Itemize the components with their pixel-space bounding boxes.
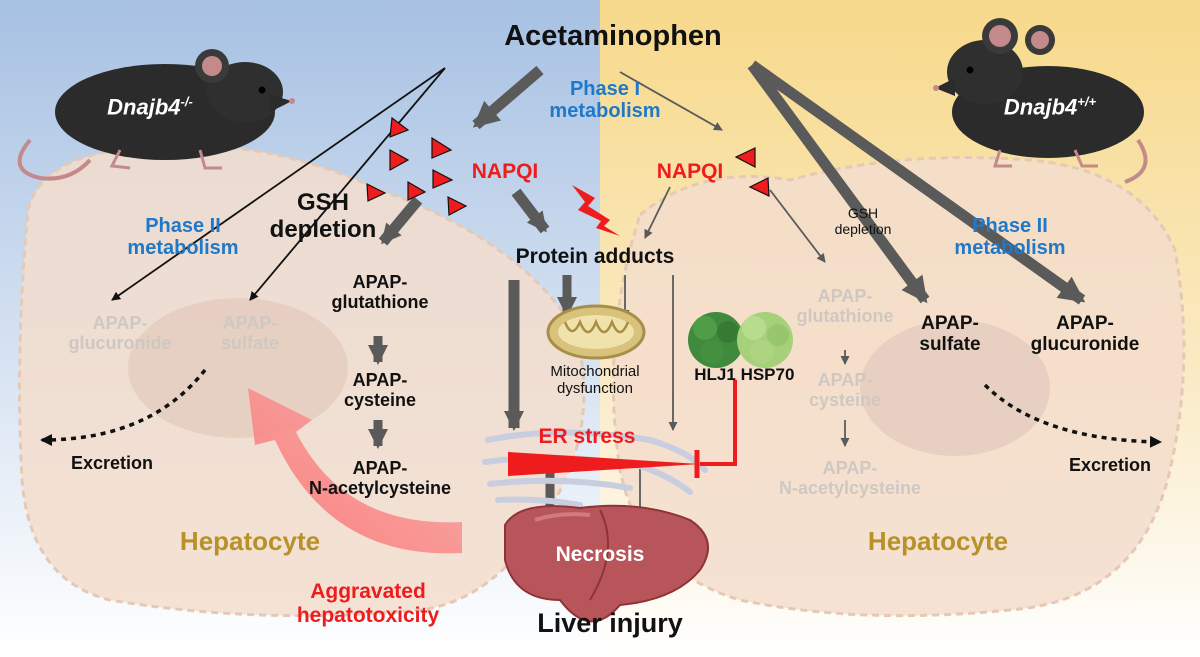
hsp70-protein-icon (737, 312, 793, 368)
nucleus-left (128, 298, 348, 438)
mitochondrion-icon (546, 304, 646, 360)
liver-icon (504, 504, 709, 623)
mouse-right-genotype: Dnajb4+/+ (1003, 94, 1097, 120)
er-stress-wedge (508, 452, 700, 476)
hsp70-label: HSP70 (740, 365, 795, 384)
liver-injury-label: Liver injury (537, 608, 683, 638)
mouse-left-genotype: Dnajb4-/- (107, 94, 193, 120)
apap-sulfate-left: APAP-sulfate (220, 313, 280, 354)
mouse-left-icon (17, 49, 295, 181)
napqi-triangle-icon (366, 116, 770, 216)
apap-glutathione-right: APAP-glutathione (796, 286, 894, 327)
apap-cysteine-left: APAP-cysteine (343, 370, 417, 411)
nucleus-right (860, 320, 1050, 456)
apap-glutathione-left: APAP-glutathione (331, 272, 429, 313)
inhibition-line (700, 380, 737, 466)
title-acetaminophen: Acetaminophen (504, 20, 722, 52)
excretion-right-label: Excretion (1068, 455, 1152, 475)
protein-adducts-label: Protein adducts (515, 245, 675, 268)
mouse-right-icon (933, 18, 1148, 184)
excretion-left-label: Excretion (70, 453, 154, 473)
hlj1-label: HLJ1 (694, 365, 736, 384)
apap-glucuronide-left: APAP-glucuronide (68, 313, 172, 354)
napqi-right-label: NAPQI (656, 160, 724, 183)
apap-cysteine-right: APAP-cysteine (808, 370, 882, 411)
apap-nac-left: APAP-N-acetylcysteine (308, 458, 452, 499)
hepatocyte-left-label: Hepatocyte (179, 526, 321, 556)
napqi-left-label: NAPQI (471, 160, 539, 183)
aggravated-hepatotoxicity-arrow (248, 388, 462, 554)
apap-sulfate-right: APAP-sulfate (919, 313, 981, 356)
apap-nac-right: APAP-N-acetylcysteine (778, 458, 922, 499)
hepatocyte-right-label: Hepatocyte (867, 526, 1009, 556)
necrosis-label: Necrosis (555, 543, 645, 566)
er-stress-label: ER stress (538, 425, 636, 448)
hlj1-protein-icon (688, 312, 744, 368)
apap-glucuronide-right: APAP-glucuronide (1030, 313, 1140, 356)
lightning-icon (572, 185, 620, 236)
